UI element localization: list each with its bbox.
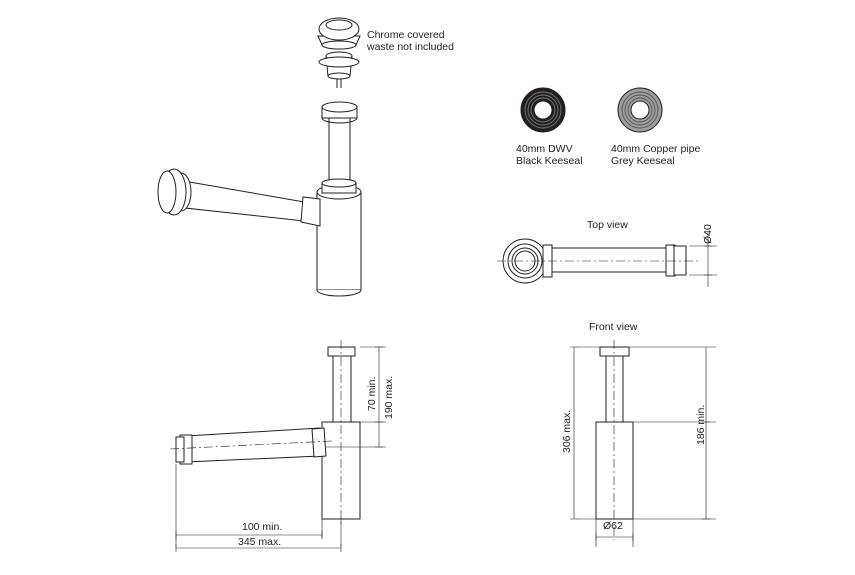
dim-306-max: 306 max.: [561, 409, 573, 453]
dwv-keeseal-label-line1: 40mm DWV: [516, 143, 573, 155]
copper-keeseal-label-line1: 40mm Copper pipe: [611, 143, 701, 155]
front-view-drawing: [570, 340, 716, 547]
dwv-keeseal-label-line2: Black Keeseal: [516, 155, 583, 167]
dim-70-min: 70 min.: [366, 376, 378, 411]
chrome-waste-label-line2: waste not included: [367, 41, 454, 53]
top-view-drawing: [497, 233, 717, 287]
dim-345-max: 345 max.: [238, 536, 282, 548]
dim-190-max: 190 max.: [383, 375, 395, 419]
bottle-trap-iso: [157, 101, 362, 297]
chrome-waste-drawing: [317, 17, 361, 88]
dim-diameter-40: Ø40: [702, 224, 714, 244]
grey-keeseal: [617, 87, 663, 133]
chrome-waste-label-line1: Chrome covered: [367, 29, 445, 41]
copper-keeseal-label-line2: Grey Keeseal: [611, 155, 675, 167]
dim-186-min: 186 min.: [695, 404, 707, 445]
black-keeseal: [520, 87, 566, 133]
dim-diameter-62: Ø62: [603, 520, 623, 532]
front-view-title: Front view: [589, 321, 638, 333]
side-view-drawing: [169, 340, 386, 552]
top-view-title: Top view: [587, 219, 628, 231]
dim-100-min: 100 min.: [242, 521, 283, 533]
